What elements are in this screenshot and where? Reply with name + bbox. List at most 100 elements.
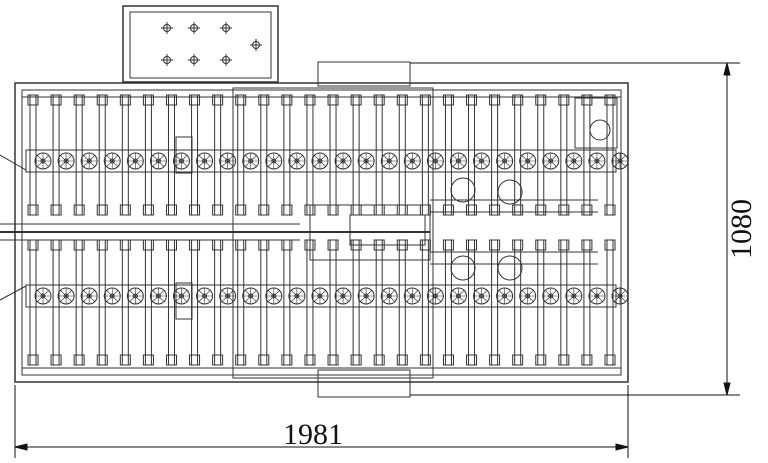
roller [537,94,545,216]
roller-bearing [419,239,431,251]
roller [29,94,37,216]
roller-bearing [212,354,224,366]
sprocket [103,152,121,170]
roller [144,239,152,366]
sprocket [519,152,537,170]
control-box [122,5,279,83]
roller-bearing [350,204,362,216]
roller-bearing [558,239,570,251]
sprocket [449,287,467,305]
roller-bearing [142,354,154,366]
roller-bearing [281,239,293,251]
roller [237,94,245,216]
roller-bearing [604,94,616,106]
mounting-hole-crosshair [188,54,200,66]
sprocket [357,287,375,305]
roller-bearing [235,94,247,106]
sprocket [565,287,583,305]
sprocket-spokes [58,153,75,169]
roller-bearing [73,239,85,251]
roller-bearing [512,94,524,106]
sprocket-spokes [358,288,375,304]
roller [398,94,406,216]
sprocket [311,152,329,170]
roller-bearing [189,204,201,216]
frame [0,82,629,383]
sprocket [426,152,444,170]
sprocket [172,287,190,305]
roller [260,239,268,366]
roller-bearing [512,239,524,251]
roller-bearing [350,354,362,366]
chains [0,149,617,308]
sprocket-spokes [81,288,98,304]
roller-bearing [373,204,385,216]
roller-bearing [165,204,177,216]
rollers [27,94,616,366]
roller [121,94,129,216]
roller [121,239,129,366]
roller-bearing [212,239,224,251]
roller [421,94,429,216]
roller-bearing [350,239,362,251]
sprocket [380,152,398,170]
sprocket-spokes [288,288,305,304]
roller-bearing [558,94,570,106]
sprocket [149,287,167,305]
roller [214,94,222,216]
roller-bearing [304,239,316,251]
roller-bearing [119,94,131,106]
height-dimension-label: 1080 [725,199,758,259]
roller-bearing [27,239,39,251]
roller-bearing [258,94,270,106]
roller-bearing [419,94,431,106]
sprocket-spokes [219,288,236,304]
sprocket [103,287,121,305]
sprocket-spokes [450,153,467,169]
roller [444,239,452,366]
width-dimension-label: 1981 [283,418,343,451]
sprocket-spokes [450,288,467,304]
sprockets [34,152,629,305]
sprocket-spokes [427,288,444,304]
drive-wheels [450,177,523,281]
sprocket-spokes [81,153,98,169]
sprocket [588,152,606,170]
sprocket [496,287,514,305]
roller-bearing [212,204,224,216]
roller-bearing [142,204,154,216]
sprocket [242,287,260,305]
sprocket-spokes [219,153,236,169]
mounting-hole-crosshair [220,54,232,66]
roller-bearing [119,354,131,366]
sprocket-spokes [127,153,144,169]
sprocket-spokes [127,288,144,304]
roller [444,94,452,216]
roller-bearing [604,354,616,366]
sprocket [80,152,98,170]
roller-bearing [258,204,270,216]
sprocket-spokes [150,153,167,169]
sprocket [149,152,167,170]
sprocket-spokes [311,153,328,169]
roller [352,94,360,216]
sprocket-spokes [242,153,259,169]
roller [468,94,476,216]
sprocket-spokes [519,288,536,304]
roller [283,239,291,366]
sprocket [34,287,52,305]
sprocket [611,287,629,305]
roller-bearing [581,94,593,106]
roller-bearing [419,204,431,216]
sprocket-spokes [612,153,628,169]
roller [52,239,60,366]
roller-bearing [535,239,547,251]
roller-bearing [466,94,478,106]
roller [283,94,291,216]
sprocket [380,287,398,305]
sprocket [288,152,306,170]
roller-bearing [535,94,547,106]
sprocket [265,152,283,170]
roller-bearing [50,239,62,251]
